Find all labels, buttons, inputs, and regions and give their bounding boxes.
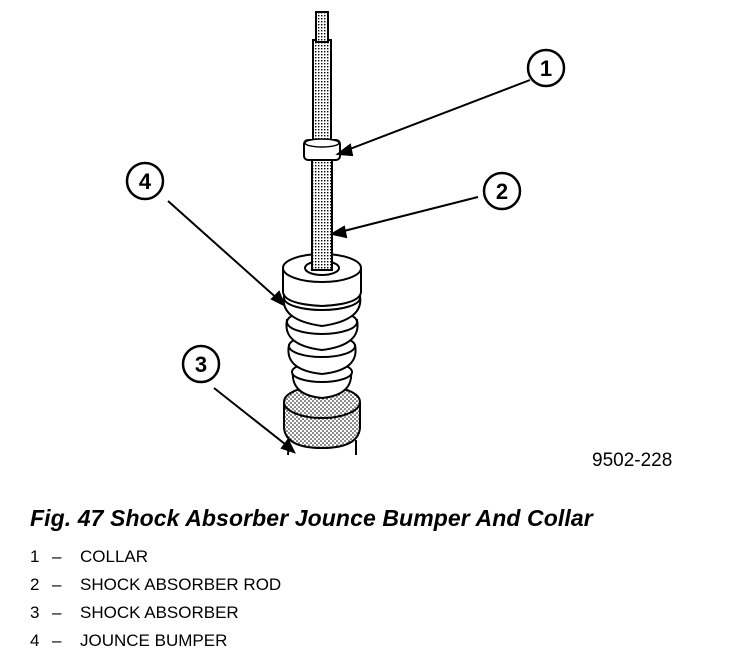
svg-text:3: 3: [195, 352, 207, 377]
legend-label: SHOCK ABSORBER: [80, 603, 239, 622]
legend-number: 4: [30, 631, 40, 650]
legend-dash: –: [52, 575, 62, 594]
collar: [303, 138, 341, 161]
legend-item: 1–COLLAR: [30, 543, 281, 571]
legend-label: JOUNCE BUMPER: [80, 631, 228, 650]
svg-text:4: 4: [139, 169, 152, 194]
legend-number: 1: [30, 547, 40, 566]
legend-item: 3–SHOCK ABSORBER: [30, 599, 281, 627]
callout-4: 4: [125, 161, 165, 201]
svg-text:2: 2: [496, 179, 508, 204]
figure-caption: Fig. 47 Shock Absorber Jounce Bumper And…: [30, 505, 593, 531]
legend-label: COLLAR: [80, 547, 149, 566]
legend-dash: –: [52, 547, 62, 566]
shock-absorber-body: [283, 385, 361, 456]
shock-absorber-illustration: 1 2 3 4: [125, 11, 566, 456]
callout-1: 1: [526, 48, 566, 88]
legend-number: 2: [30, 575, 40, 594]
legend-list: 1–COLLAR 2–SHOCK ABSORBER ROD 3–SHOCK AB…: [30, 543, 281, 655]
legend-dash: –: [52, 603, 62, 622]
legend-label: SHOCK ABSORBER ROD: [80, 575, 282, 594]
legend-number: 3: [30, 603, 40, 622]
leader-lines: [167, 79, 531, 454]
legend-dash: –: [52, 631, 62, 650]
legend-item: 4–JOUNCE BUMPER: [30, 627, 281, 655]
legend-item: 2–SHOCK ABSORBER ROD: [30, 571, 281, 599]
callout-2: 2: [482, 171, 522, 211]
svg-text:1: 1: [540, 56, 552, 81]
jounce-bumper: [282, 253, 362, 400]
figure-id: 9502-228: [592, 450, 673, 471]
shock-absorber-rod: [311, 11, 333, 271]
callout-3: 3: [181, 344, 221, 384]
